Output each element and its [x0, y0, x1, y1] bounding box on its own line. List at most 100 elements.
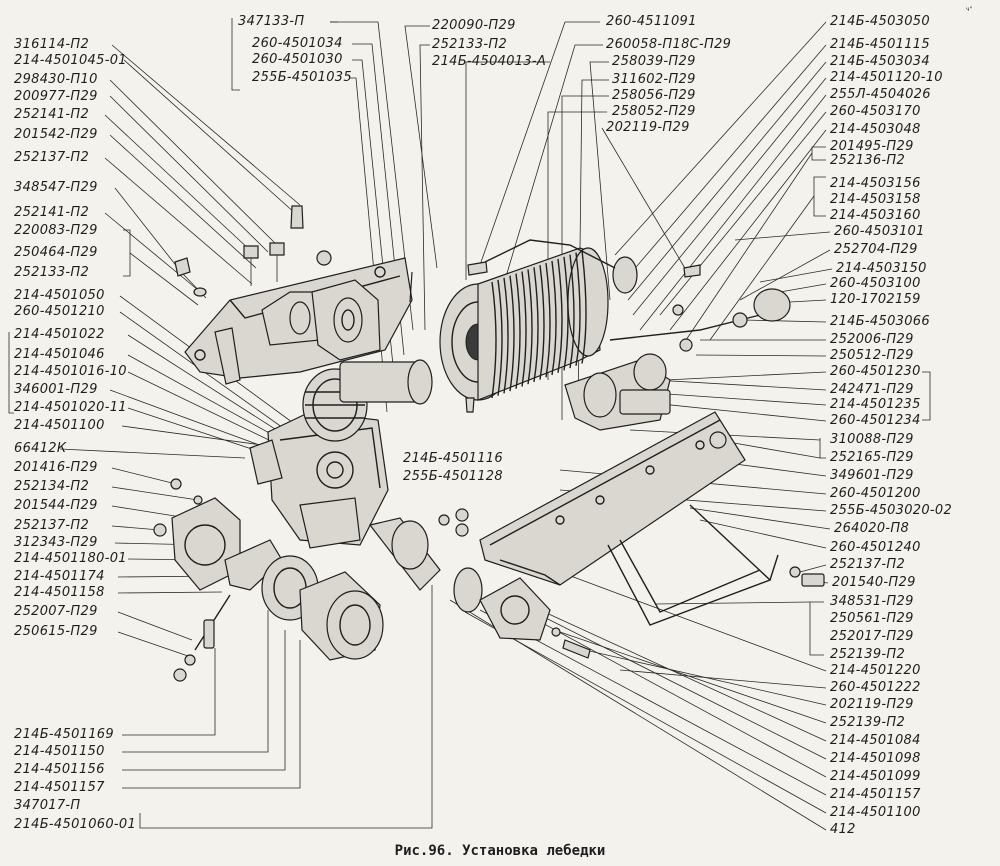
cable-winding [515, 273, 521, 389]
part-label: 260-4503170 [830, 104, 921, 119]
part-label: 250512-П29 [830, 348, 914, 363]
part-label: 252141-П2 [14, 107, 90, 122]
part-label: 316114-П2 [14, 37, 90, 52]
part-label: 260058-П18С-П29 [606, 37, 732, 52]
part-label: 214Б-4501115 [830, 37, 930, 52]
part-label: 214Б-4503034 [830, 54, 930, 69]
part-label: 260-4501030 [252, 52, 343, 67]
part-label: 260-4501234 [830, 413, 921, 428]
cable-winding [533, 267, 539, 383]
clutch-brake-drum [261, 555, 384, 661]
part-label: 349601-П29 [830, 468, 914, 483]
figure-caption: Рис.96. Установка лебедки [394, 843, 606, 859]
part-label: 252137-П2 [14, 150, 90, 165]
part-label: 250615-П29 [14, 624, 98, 639]
part-label: 214-4501084 [830, 733, 921, 748]
part-label: 200977-П29 [14, 89, 98, 104]
part-label: 201544-П29 [14, 498, 98, 513]
part-label: 252133-П2 [432, 37, 508, 52]
part-label: 255Л-4504026 [830, 87, 931, 102]
cable-winding [557, 258, 563, 373]
part-label: 252137-П2 [830, 557, 906, 572]
cable-winding [503, 277, 509, 394]
part-label: 214-4501235 [830, 397, 921, 412]
output-shaft-coupling [368, 517, 591, 659]
part-label: 201540-П29 [832, 575, 916, 590]
part-label: 214-4501016-10 [14, 364, 127, 379]
cable-winding [545, 263, 551, 378]
part-label: 214-4501045-01 [14, 53, 127, 68]
part-label: 201416-П29 [14, 460, 98, 475]
part-label: 214-4501157 [14, 780, 105, 795]
part-label: 252006-П29 [830, 332, 914, 347]
corner-mark: ч" [966, 6, 973, 13]
part-label: 260-4501240 [830, 540, 921, 555]
cable-winding [491, 281, 497, 399]
part-label: 298430-П10 [14, 72, 98, 87]
gearbox-housing [249, 411, 389, 549]
part-label: 252134-П2 [14, 479, 90, 494]
part-label: 348547-П29 [14, 180, 98, 195]
cable-winding [551, 260, 557, 376]
part-label: 214Б-4501060-01 [14, 817, 137, 832]
part-label: 214-4501046 [14, 347, 105, 362]
part-label: 202119-П29 [606, 120, 690, 135]
part-label: 312343-П29 [14, 535, 98, 550]
part-label: 214-4501050 [14, 288, 105, 303]
cable-winding [527, 269, 533, 385]
part-label: 214-4501022 [14, 327, 105, 342]
cable-winding [575, 252, 581, 366]
part-label: 201542-П29 [14, 127, 98, 142]
part-label: 214-4501099 [830, 769, 921, 784]
part-label: 258052-П29 [612, 104, 696, 119]
part-label: 214-4503150 [836, 261, 927, 276]
part-label: 214-4501150 [14, 744, 105, 759]
part-label: 260-4511091 [606, 14, 697, 29]
cable-winding [521, 271, 527, 387]
part-label: 202119-П29 [830, 697, 914, 712]
part-label: 264020-П8 [834, 521, 910, 536]
part-label: 348531-П29 [830, 594, 914, 609]
part-label: 260-4501200 [830, 486, 921, 501]
pillow-blocks [261, 279, 381, 361]
part-label: 260-4501222 [830, 680, 921, 695]
part-label: 260-4501230 [830, 364, 921, 379]
part-label: 214-4501098 [830, 751, 921, 766]
part-label: 252165-П29 [830, 450, 914, 465]
part-label: 252139-П2 [830, 715, 906, 730]
part-label: 214Б-4503066 [830, 314, 930, 329]
cable-winding [581, 250, 587, 364]
mounting-strap [607, 504, 825, 626]
leader-lines-left [8, 44, 301, 657]
part-label: 214-4501120-10 [830, 70, 943, 85]
leader-lines-bottom-left [122, 585, 433, 829]
part-label: 252704-П29 [834, 242, 918, 257]
part-label: 214Б-4501116 [403, 451, 503, 466]
part-label: 255Б-4501035 [252, 70, 352, 85]
part-label: 214-4503048 [830, 122, 921, 137]
part-label: 214Б-4501169 [14, 727, 114, 742]
part-label: 347017-П [14, 798, 81, 813]
part-label: 252141-П2 [14, 205, 90, 220]
part-label: 252139-П2 [830, 647, 906, 662]
part-label: 214-4503160 [830, 208, 921, 223]
small-fasteners [438, 261, 701, 537]
cable-winding [569, 254, 575, 369]
part-label: 252133-П2 [14, 265, 90, 280]
part-label: 252136-П2 [830, 153, 906, 168]
part-label: 255Б-4501128 [403, 469, 503, 484]
drum-cable-windings [491, 250, 587, 399]
cable-winding [539, 265, 545, 380]
part-label: 220083-П29 [14, 223, 98, 238]
part-label: 214-4501100 [830, 805, 921, 820]
part-label: 214-4501220 [830, 663, 921, 678]
part-label: 252137-П2 [14, 518, 90, 533]
part-label: 346001-П29 [14, 382, 98, 397]
part-label: 220090-П29 [432, 18, 516, 33]
part-label: 310088-П29 [830, 432, 914, 447]
part-label: 214-4501020-11 [14, 400, 127, 415]
part-label: 260-4503100 [830, 276, 921, 291]
winch-drum [439, 247, 609, 401]
part-label: 214-4501180-01 [14, 551, 127, 566]
